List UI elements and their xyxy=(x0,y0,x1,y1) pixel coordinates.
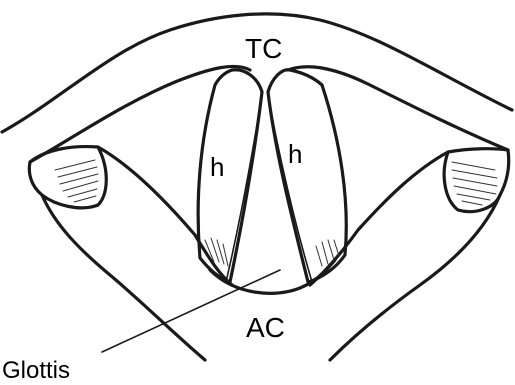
left-cartilage-hatching xyxy=(55,160,98,202)
outer-arch xyxy=(2,14,512,132)
right-fold-edge xyxy=(268,92,312,282)
right-lower-contour xyxy=(330,195,500,360)
right-cartilage-hatching xyxy=(452,162,497,205)
label-h-right: h xyxy=(288,139,302,169)
right-lobe xyxy=(444,149,509,212)
glottis-base xyxy=(210,260,335,293)
label-ac: AC xyxy=(246,312,285,343)
left-fold-edge xyxy=(226,92,262,282)
left-lobe xyxy=(29,147,106,208)
label-h-left: h xyxy=(210,152,224,182)
right-fold-base-hatching xyxy=(316,240,339,266)
right-vocal-fold xyxy=(268,70,346,282)
label-glottis: Glottis xyxy=(2,357,70,384)
left-vocal-fold xyxy=(198,70,262,282)
left-fold-base-hatching xyxy=(205,238,228,266)
label-tc: TC xyxy=(245,33,282,64)
